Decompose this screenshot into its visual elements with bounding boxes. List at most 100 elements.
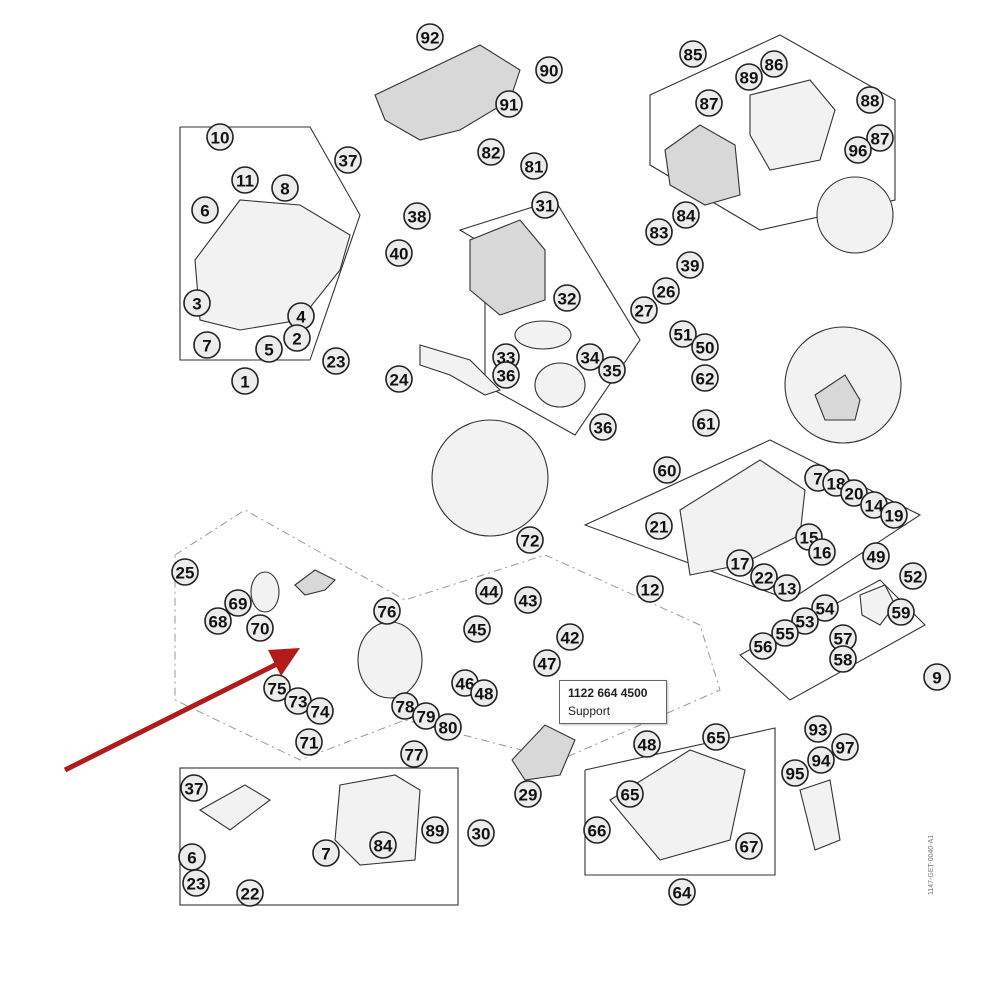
callout-94[interactable]: 94 [807, 746, 835, 774]
callout-69[interactable]: 69 [224, 589, 252, 617]
callout-1[interactable]: 1 [231, 367, 259, 395]
callout-56[interactable]: 56 [749, 632, 777, 660]
callout-77[interactable]: 77 [400, 740, 428, 768]
callout-72[interactable]: 72 [516, 526, 544, 554]
callout-16[interactable]: 16 [808, 538, 836, 566]
callout-71[interactable]: 71 [295, 728, 323, 756]
callout-95[interactable]: 95 [781, 759, 809, 787]
callout-14[interactable]: 14 [860, 491, 888, 519]
callout-70[interactable]: 70 [246, 614, 274, 642]
callout-42[interactable]: 42 [556, 623, 584, 651]
callout-10[interactable]: 10 [206, 123, 234, 151]
callout-12[interactable]: 12 [636, 575, 664, 603]
callout-59[interactable]: 59 [887, 598, 915, 626]
callout-66[interactable]: 66 [583, 816, 611, 844]
callout-40[interactable]: 40 [385, 239, 413, 267]
callout-45[interactable]: 45 [463, 615, 491, 643]
callout-29[interactable]: 29 [514, 780, 542, 808]
callout-97[interactable]: 97 [831, 733, 859, 761]
callout-36[interactable]: 36 [492, 361, 520, 389]
callout-81[interactable]: 81 [520, 152, 548, 180]
callout-23[interactable]: 23 [322, 347, 350, 375]
callout-84[interactable]: 84 [369, 831, 397, 859]
callout-64[interactable]: 64 [668, 878, 696, 906]
callout-22[interactable]: 22 [236, 879, 264, 907]
callout-5[interactable]: 5 [255, 335, 283, 363]
callout-54[interactable]: 54 [811, 594, 839, 622]
callout-7[interactable]: 7 [312, 839, 340, 867]
callout-80[interactable]: 80 [434, 713, 462, 741]
callout-23[interactable]: 23 [182, 869, 210, 897]
callout-58[interactable]: 58 [829, 645, 857, 673]
callout-34[interactable]: 34 [576, 343, 604, 371]
callout-31[interactable]: 31 [531, 191, 559, 219]
callout-20[interactable]: 20 [840, 479, 868, 507]
callout-49[interactable]: 49 [862, 542, 890, 570]
callout-50[interactable]: 50 [691, 333, 719, 361]
callout-65[interactable]: 65 [616, 780, 644, 808]
callout-89[interactable]: 89 [735, 63, 763, 91]
callout-36[interactable]: 36 [589, 413, 617, 441]
callout-67[interactable]: 67 [735, 832, 763, 860]
callout-3[interactable]: 3 [183, 289, 211, 317]
callout-8[interactable]: 8 [271, 174, 299, 202]
callout-74[interactable]: 74 [306, 697, 334, 725]
callout-60[interactable]: 60 [653, 456, 681, 484]
callout-75[interactable]: 75 [263, 674, 291, 702]
callout-48[interactable]: 48 [470, 679, 498, 707]
callout-47[interactable]: 47 [533, 649, 561, 677]
callout-6[interactable]: 6 [178, 843, 206, 871]
callout-24[interactable]: 24 [385, 365, 413, 393]
callout-2[interactable]: 2 [283, 324, 311, 352]
callout-83[interactable]: 83 [645, 218, 673, 246]
callout-85[interactable]: 85 [679, 40, 707, 68]
callout-43[interactable]: 43 [514, 586, 542, 614]
callout-90[interactable]: 90 [535, 56, 563, 84]
callout-13[interactable]: 13 [773, 574, 801, 602]
callout-87[interactable]: 87 [866, 124, 894, 152]
callout-68[interactable]: 68 [204, 607, 232, 635]
callout-6[interactable]: 6 [191, 196, 219, 224]
callout-89[interactable]: 89 [421, 816, 449, 844]
callout-7[interactable]: 7 [193, 331, 221, 359]
callout-52[interactable]: 52 [899, 562, 927, 590]
callout-91[interactable]: 91 [495, 90, 523, 118]
callout-48[interactable]: 48 [633, 730, 661, 758]
callout-92[interactable]: 92 [416, 23, 444, 51]
callout-37[interactable]: 37 [180, 774, 208, 802]
callout-9[interactable]: 9 [923, 663, 951, 691]
callout-39[interactable]: 39 [676, 251, 704, 279]
callout-76[interactable]: 76 [373, 597, 401, 625]
callout-84[interactable]: 84 [672, 201, 700, 229]
callout-11[interactable]: 11 [231, 166, 259, 194]
callout-27[interactable]: 27 [630, 296, 658, 324]
callout-22[interactable]: 22 [750, 563, 778, 591]
callout-73[interactable]: 73 [284, 687, 312, 715]
callout-51[interactable]: 51 [669, 320, 697, 348]
callout-37[interactable]: 37 [334, 146, 362, 174]
callout-30[interactable]: 30 [467, 819, 495, 847]
callout-35[interactable]: 35 [598, 356, 626, 384]
callout-44[interactable]: 44 [475, 577, 503, 605]
callout-21[interactable]: 21 [645, 512, 673, 540]
callout-96[interactable]: 96 [844, 136, 872, 164]
callout-32[interactable]: 32 [553, 284, 581, 312]
callout-55[interactable]: 55 [771, 619, 799, 647]
callout-61[interactable]: 61 [692, 409, 720, 437]
callout-65[interactable]: 65 [702, 723, 730, 751]
callout-17[interactable]: 17 [726, 549, 754, 577]
callout-93[interactable]: 93 [804, 715, 832, 743]
callout-62[interactable]: 62 [691, 364, 719, 392]
callout-53[interactable]: 53 [791, 607, 819, 635]
callout-88[interactable]: 88 [856, 86, 884, 114]
callout-25[interactable]: 25 [171, 558, 199, 586]
callout-19[interactable]: 19 [880, 501, 908, 529]
callout-38[interactable]: 38 [403, 202, 431, 230]
callout-79[interactable]: 79 [412, 702, 440, 730]
callout-78[interactable]: 78 [391, 692, 419, 720]
callout-86[interactable]: 86 [760, 50, 788, 78]
callout-26[interactable]: 26 [652, 277, 680, 305]
callout-57[interactable]: 57 [829, 624, 857, 652]
callout-87[interactable]: 87 [695, 89, 723, 117]
callout-82[interactable]: 82 [477, 138, 505, 166]
